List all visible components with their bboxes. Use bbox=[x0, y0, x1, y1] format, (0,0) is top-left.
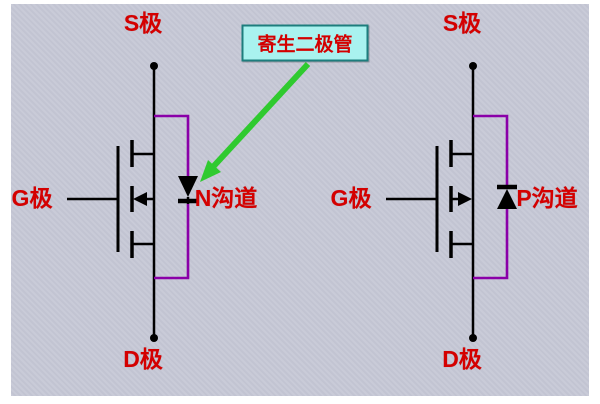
left-channel-type-label: N沟道 bbox=[194, 185, 258, 211]
diagram-background: S极 D极 G极 N沟道 S极 D极 G极 P沟道 寄生二极管 bbox=[11, 4, 589, 396]
right-channel-arrow bbox=[458, 192, 472, 206]
left-source-label: S极 bbox=[123, 10, 163, 36]
right-drain-label: D极 bbox=[442, 346, 482, 372]
right-parasitic-wire bbox=[473, 114, 509, 280]
right-source-label: S极 bbox=[442, 10, 482, 36]
left-mosfet-symbol bbox=[67, 62, 158, 342]
left-gate-label: G极 bbox=[11, 185, 53, 211]
circuit-graphics bbox=[67, 61, 517, 342]
right-channel-type-label: P沟道 bbox=[516, 185, 578, 211]
left-parasitic-diode bbox=[178, 176, 198, 204]
parasitic-diode-callout: 寄生二极管 bbox=[241, 24, 369, 62]
left-parasitic-wire bbox=[154, 114, 190, 280]
right-mosfet-symbol bbox=[386, 62, 477, 342]
callout-arrow bbox=[200, 61, 311, 182]
right-parasitic-diode bbox=[497, 184, 517, 209]
left-drain-label: D极 bbox=[123, 346, 163, 372]
left-channel-arrow bbox=[133, 192, 147, 206]
right-gate-label: G极 bbox=[330, 185, 372, 211]
